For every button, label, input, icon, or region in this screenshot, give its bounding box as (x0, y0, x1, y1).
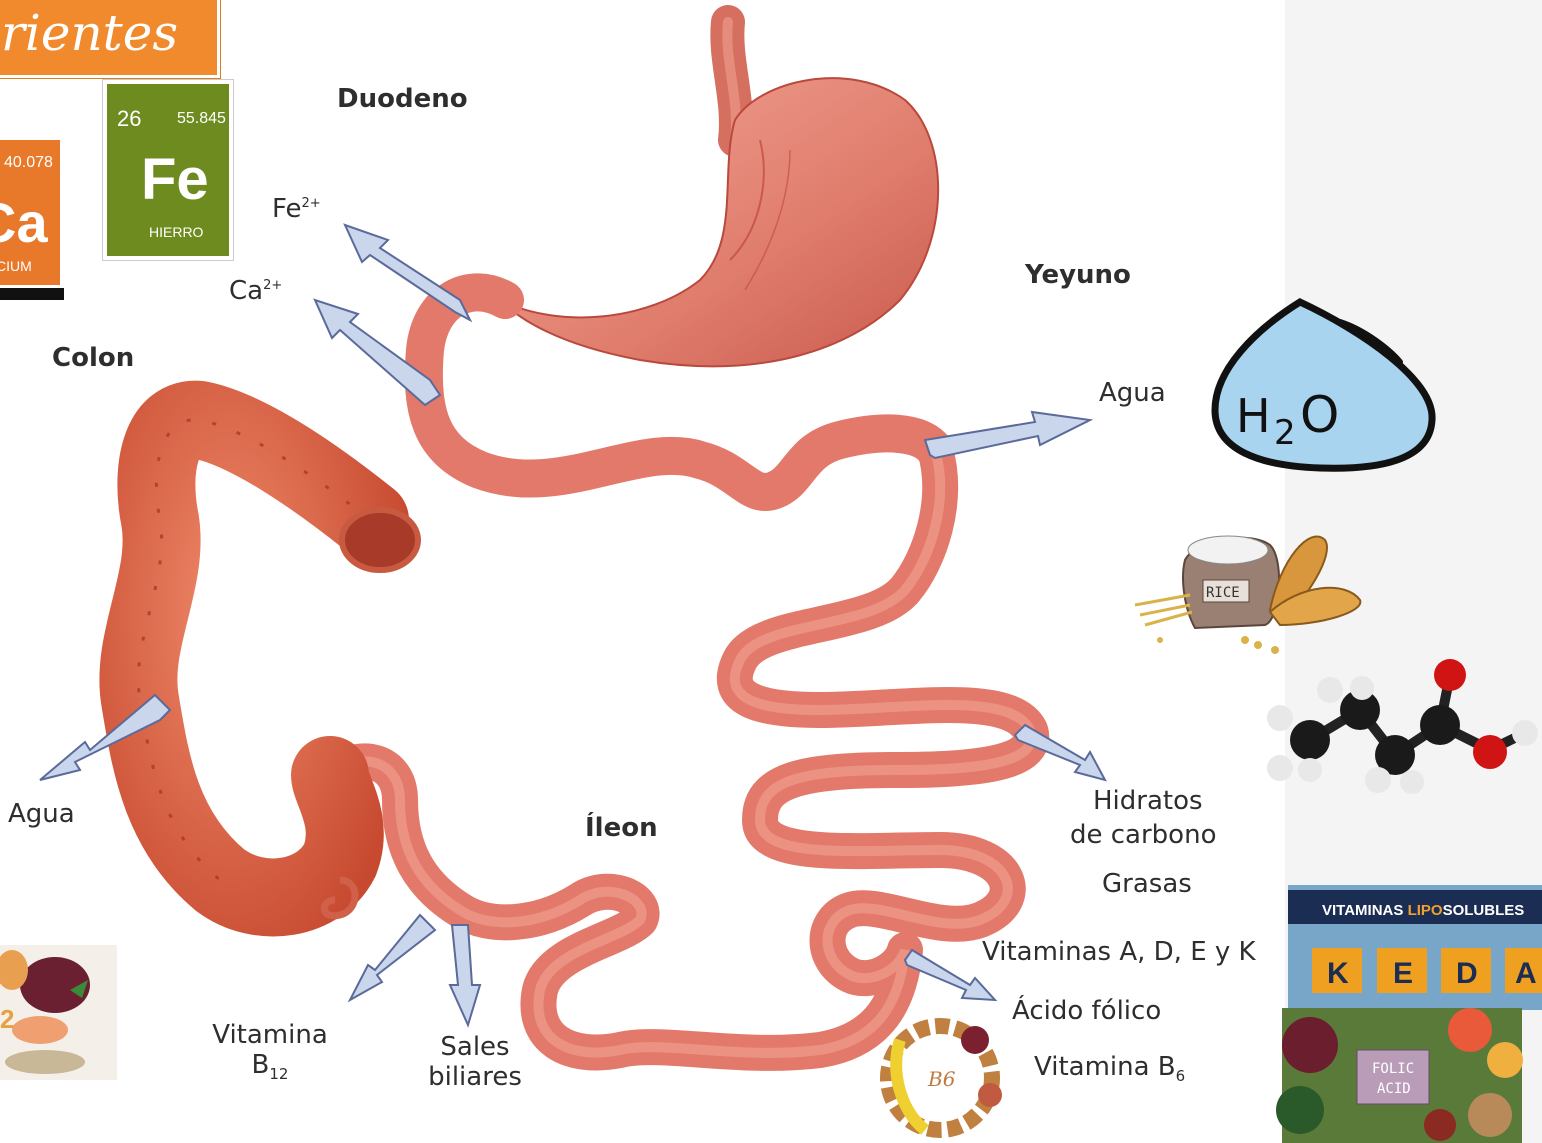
colon-opening (342, 510, 418, 570)
folic-line2: ACID (1377, 1081, 1411, 1097)
svg-text:2: 2 (0, 1004, 14, 1034)
calcium-symbol: Ca (0, 190, 48, 255)
calcium-tile-footer (0, 288, 64, 300)
ca-charge: 2+ (263, 278, 282, 293)
fe-charge: 2+ (302, 196, 321, 211)
section-title-banner: rientes (0, 0, 220, 78)
folic-line1: FOLIC (1372, 1061, 1414, 1077)
sales-line2: biliares (405, 1062, 545, 1092)
arrow-b12 (350, 915, 435, 1000)
iron-mass: 55.845 (177, 110, 226, 128)
label-grasas: Grasas (1102, 869, 1192, 899)
butyric-acid-molecule-icon (1267, 659, 1538, 794)
label-colon: Colon (52, 343, 134, 373)
colon (138, 420, 370, 898)
vitamin-letter-e: E (1393, 957, 1413, 990)
vitamins-word3: SOLUBLES (1443, 902, 1525, 919)
iron-name: HIERRO (149, 224, 203, 240)
b12-sub: 12 (269, 1065, 288, 1083)
arrow-fe (345, 225, 470, 320)
label-fe: Fe2+ (272, 189, 321, 224)
b6-sub: 6 (1176, 1067, 1186, 1085)
vitamin-b12-foods-icon: 2 (0, 945, 117, 1080)
folic-acid-foods-photo: FOLIC ACID (1276, 1008, 1523, 1143)
h2o-sub: 2 (1274, 413, 1296, 453)
vitamins-liposolubles-banner: VITAMINAS LIPOSOLUBLES K E D A (1288, 885, 1542, 1010)
calcium-mass: 40.078 (4, 154, 53, 172)
sales-line1: Sales (405, 1032, 545, 1062)
arrow-agua-yeyuno (925, 412, 1090, 458)
water-drop-icon: H 2 O (1215, 302, 1432, 468)
vitamin-letter-d: D (1456, 957, 1478, 990)
label-vitamina-b12: Vitamina B12 (200, 1020, 340, 1089)
iron-element-tile: 26 55.845 Fe HIERRO (103, 80, 233, 260)
label-hidratos-1: Hidratos (1093, 786, 1203, 816)
vitamins-word2: LIPO (1408, 902, 1443, 919)
label-vitamina-b6: Vitamina B6 (1034, 1052, 1185, 1091)
label-hidratos-2: de carbono (1070, 820, 1216, 850)
h2o-o: O (1300, 386, 1339, 444)
ca-base: Ca (229, 276, 263, 306)
label-sales-biliares: Sales biliares (405, 1032, 545, 1092)
label-duodeno: Duodeno (337, 84, 468, 114)
iron-number: 26 (117, 106, 141, 132)
label-agua-yeyuno: Agua (1099, 378, 1166, 408)
b12-base: B (252, 1050, 270, 1080)
b6-base: Vitamina B (1034, 1052, 1176, 1082)
vitamins-word1: VITAMINAS (1322, 902, 1408, 919)
vitamin-letter-a: A (1515, 957, 1537, 990)
b6-badge-text: B6 (927, 1067, 956, 1091)
rice-bread-icon: RICE (1135, 536, 1360, 654)
label-vitaminas-adek: Vitaminas A, D, E y K (982, 937, 1256, 967)
calcium-name: CIUM (0, 258, 32, 274)
label-ca: Ca2+ (229, 271, 282, 306)
label-yeyuno: Yeyuno (1025, 260, 1131, 290)
vitamin-b6-foods-icon: B6 (888, 1026, 1002, 1130)
rice-label: RICE (1206, 585, 1240, 601)
iron-symbol: Fe (141, 146, 209, 213)
vitamin-letter-k: K (1327, 957, 1349, 990)
arrow-sales (450, 925, 480, 1025)
calcium-element-tile: 40.078 Ca CIUM (0, 140, 60, 285)
label-agua-colon: Agua (8, 799, 75, 829)
h2o-h: H (1236, 389, 1271, 443)
b12-line1: Vitamina (200, 1020, 340, 1050)
label-ileon: Íleon (585, 813, 658, 843)
svg-text:VITAMINAS LIPOSOLUBLES: VITAMINAS LIPOSOLUBLES (1322, 902, 1524, 919)
fe-base: Fe (272, 194, 302, 224)
label-acido-folico: Ácido fólico (1012, 996, 1161, 1026)
